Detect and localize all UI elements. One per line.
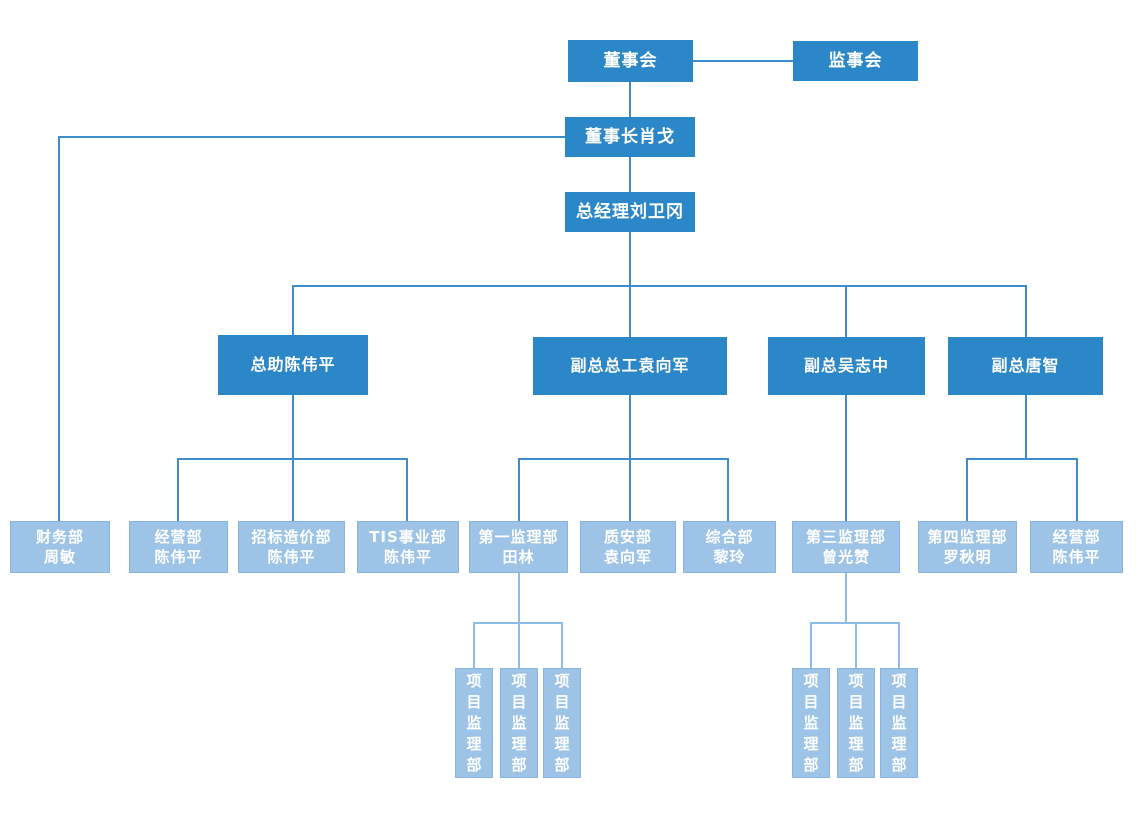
connector-line: [810, 622, 812, 668]
dept-name: 经营部: [154, 527, 203, 546]
org-node-project-office-2: 项目监理部: [500, 668, 538, 778]
org-node-label: 项目监理部: [803, 671, 819, 774]
org-node-label: 总经理刘卫冈: [576, 201, 684, 222]
person-name: 周敏: [43, 548, 76, 566]
person-name: 陈伟平: [154, 548, 203, 566]
connector-line: [1025, 395, 1027, 458]
org-node-project-office-3: 项目监理部: [543, 668, 581, 778]
org-node-label: 项目监理部: [466, 671, 482, 774]
connector-line: [629, 232, 631, 285]
org-node-label: 副总唐智: [991, 356, 1060, 376]
connector-line: [629, 157, 631, 192]
person-name: 曾光赞: [821, 548, 870, 566]
connector-line: [966, 458, 968, 521]
dept-name: 第一监理部: [478, 527, 559, 546]
org-node-label: 项目监理部: [848, 671, 864, 774]
org-node-dept-business-2: 经营部 陈伟平: [1030, 521, 1123, 573]
connector-line: [1076, 458, 1078, 521]
dept-name: 第四监理部: [927, 527, 1008, 546]
org-node-dept-supervision-1: 第一监理部 田林: [469, 521, 568, 573]
connector-line: [518, 458, 728, 460]
org-node-label: 项目监理部: [891, 671, 907, 774]
dept-name: 招标造价部: [251, 527, 332, 546]
person-name: 罗秋明: [943, 548, 992, 566]
dept-name: 质安部: [603, 527, 652, 546]
org-node-exec-chief-engineer: 副总总工袁向军: [533, 337, 727, 395]
connector-line: [58, 136, 565, 138]
org-node-label: 总助陈伟平: [250, 355, 336, 375]
connector-line: [518, 573, 520, 622]
org-node-general-manager: 总经理刘卫冈: [565, 192, 695, 232]
dept-name: 第三监理部: [805, 527, 886, 546]
connector-line: [629, 82, 631, 117]
org-node-dept-finance: 财务部 周敏: [10, 521, 110, 573]
connector-line: [58, 136, 60, 521]
org-node-label: 副总吴志中: [803, 356, 889, 376]
connector-line: [1025, 285, 1027, 337]
connector-line: [845, 573, 847, 622]
org-node-label: 项目监理部: [511, 671, 527, 774]
connector-line: [518, 622, 520, 668]
dept-name: 经营部: [1052, 527, 1101, 546]
org-node-project-office-6: 项目监理部: [880, 668, 918, 778]
org-node-label: 董事会: [603, 50, 658, 71]
person-name: 陈伟平: [267, 548, 316, 566]
connector-line: [845, 395, 847, 521]
org-node-label: 项目监理部: [554, 671, 570, 774]
person-name: 田林: [502, 548, 535, 566]
person-name: 黎玲: [713, 548, 746, 566]
connector-line: [292, 285, 294, 335]
org-node-label: 监事会: [828, 50, 883, 71]
org-node-dept-business-1: 经营部 陈伟平: [129, 521, 228, 573]
person-name: 陈伟平: [383, 548, 432, 566]
org-node-board: 董事会: [568, 40, 693, 82]
dept-name: 财务部: [35, 527, 84, 546]
org-node-project-office-4: 项目监理部: [792, 668, 830, 778]
org-node-chairman: 董事长肖戈: [565, 117, 695, 157]
org-node-dept-quality-safety: 质安部 袁向军: [580, 521, 676, 573]
org-node-dept-bidding-cost: 招标造价部 陈伟平: [238, 521, 345, 573]
org-node-label: 副总总工袁向军: [570, 356, 690, 376]
connector-line: [693, 60, 793, 62]
connector-line: [473, 622, 475, 668]
person-name: 陈伟平: [1052, 548, 1101, 566]
org-node-label: 董事长肖戈: [585, 126, 675, 147]
connector-line: [518, 458, 520, 521]
connector-line: [855, 622, 857, 668]
connector-line: [845, 285, 847, 337]
connector-line: [898, 622, 900, 668]
connector-line: [629, 285, 631, 337]
org-node-dept-tis: TIS事业部 陈伟平: [357, 521, 459, 573]
connector-line: [292, 285, 1027, 287]
org-node-supervisory: 监事会: [793, 41, 918, 81]
connector-line: [966, 458, 1078, 460]
org-node-dept-supervision-3: 第三监理部 曾光赞: [792, 521, 900, 573]
dept-name: TIS事业部: [369, 527, 447, 546]
connector-line: [406, 458, 408, 521]
org-node-dept-supervision-4: 第四监理部 罗秋明: [918, 521, 1017, 573]
connector-line: [177, 458, 408, 460]
connector-line: [727, 458, 729, 521]
dept-name: 综合部: [705, 527, 754, 546]
connector-line: [177, 458, 179, 521]
connector-line: [561, 622, 563, 668]
person-name: 袁向军: [603, 548, 652, 566]
org-node-project-office-5: 项目监理部: [837, 668, 875, 778]
org-node-project-office-1: 项目监理部: [455, 668, 493, 778]
org-node-exec-assistant: 总助陈伟平: [218, 335, 368, 395]
org-node-exec-deputy-wu: 副总吴志中: [768, 337, 925, 395]
org-node-dept-general-affairs: 综合部 黎玲: [683, 521, 776, 573]
org-node-exec-deputy-tang: 副总唐智: [948, 337, 1103, 395]
